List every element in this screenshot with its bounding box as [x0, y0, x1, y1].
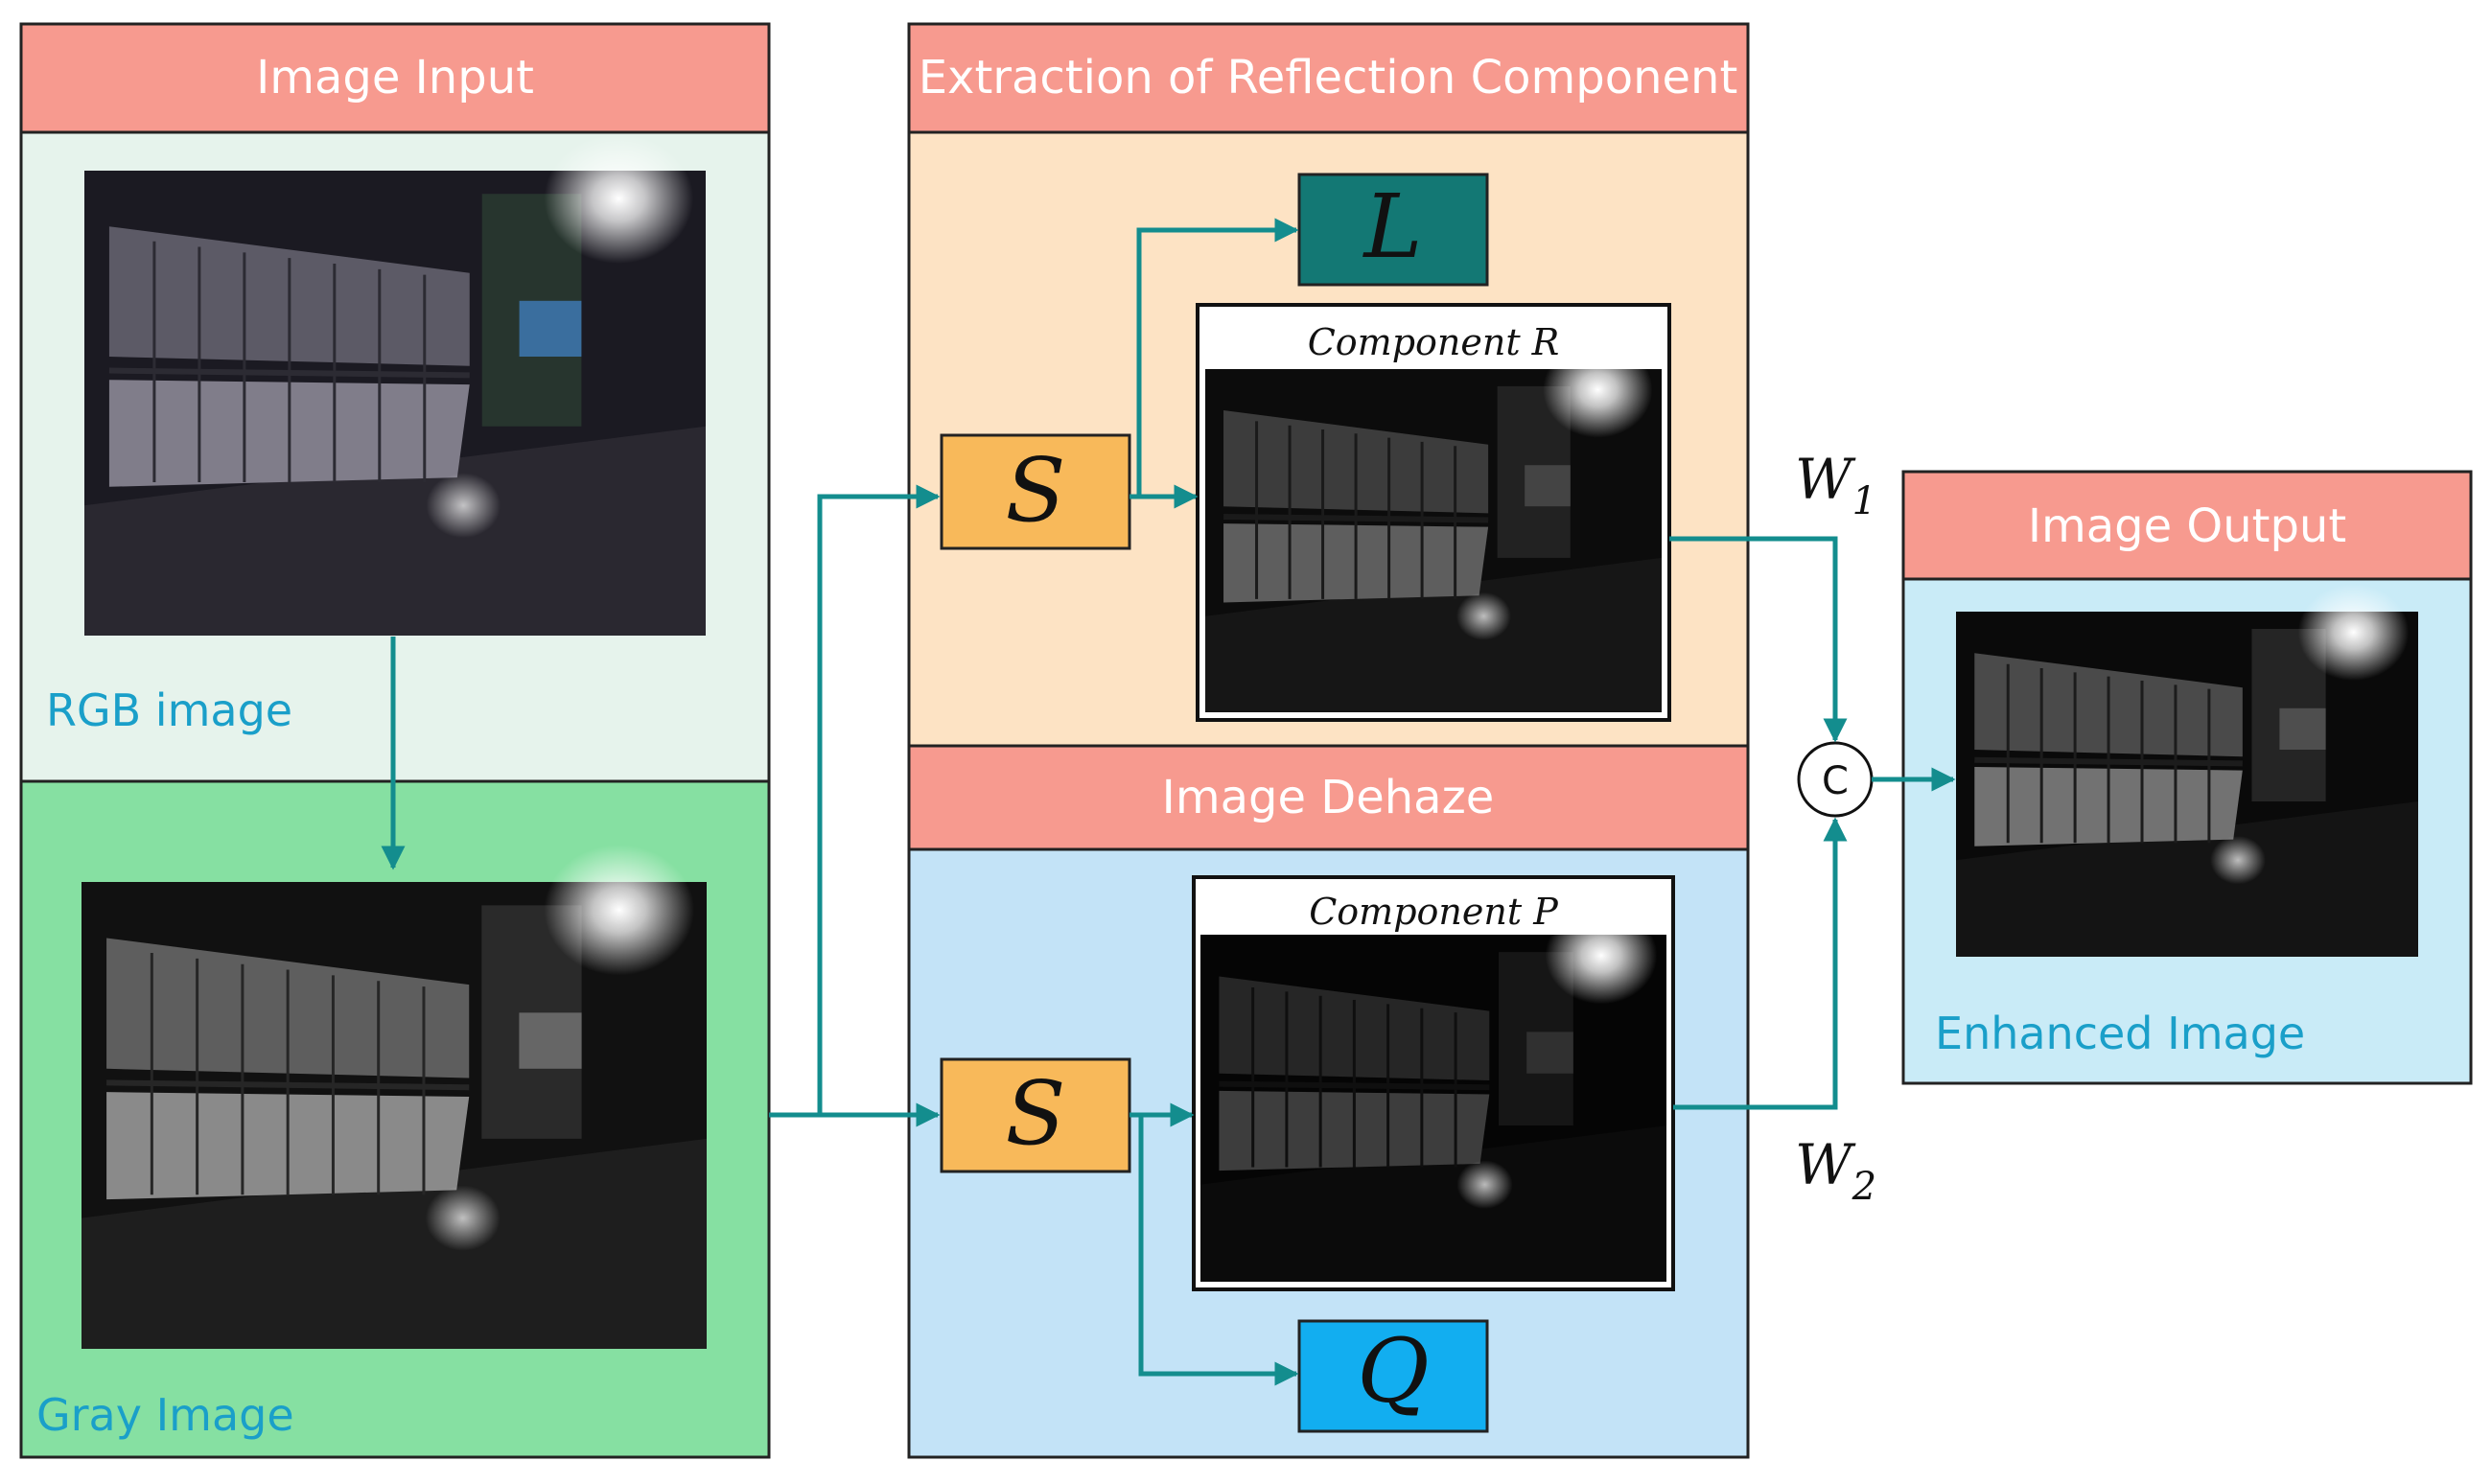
svg-text:S: S — [1005, 1062, 1065, 1165]
svg-text:L: L — [1362, 175, 1422, 278]
enhanced-image-caption: Enhanced Image — [1935, 1008, 2305, 1059]
rgb-image-photo — [84, 133, 706, 636]
w2-to-concat-arrow — [1673, 817, 1848, 1110]
image-input-title: Image Input — [256, 51, 534, 104]
enhanced-image-photo — [1956, 584, 2418, 957]
svg-text:Q: Q — [1357, 1320, 1429, 1423]
component-r-label: Component R — [1308, 321, 1560, 363]
w1-to-concat-arrow — [1669, 536, 1848, 743]
l-node: L — [1297, 173, 1489, 287]
concat-node: C — [1797, 741, 1874, 818]
svg-text:C: C — [1822, 759, 1849, 803]
gray-image-caption: Gray Image — [36, 1389, 294, 1441]
rgb-image-caption: RGB image — [46, 684, 292, 736]
image-output-title: Image Output — [2028, 499, 2346, 553]
gray-image-photo — [82, 845, 707, 1349]
component-p-photo — [1200, 907, 1666, 1282]
s-node-top: S — [940, 433, 1131, 550]
svg-text:S: S — [1005, 439, 1065, 542]
component-p-frame: Component P — [1192, 875, 1675, 1291]
component-p-label: Component P — [1309, 891, 1559, 933]
dehaze-title: Image Dehaze — [1162, 771, 1495, 824]
reflection-title: Extraction of Reflection Component — [919, 51, 1738, 104]
component-r-photo — [1205, 341, 1662, 712]
weight-w2-label: W2 — [1795, 1132, 1876, 1209]
q-node: Q — [1297, 1319, 1489, 1433]
s-node-bottom: S — [940, 1057, 1131, 1173]
component-r-frame: Component R — [1196, 303, 1671, 722]
weight-w1-label: W1 — [1795, 447, 1876, 523]
connectors — [381, 218, 1956, 1386]
